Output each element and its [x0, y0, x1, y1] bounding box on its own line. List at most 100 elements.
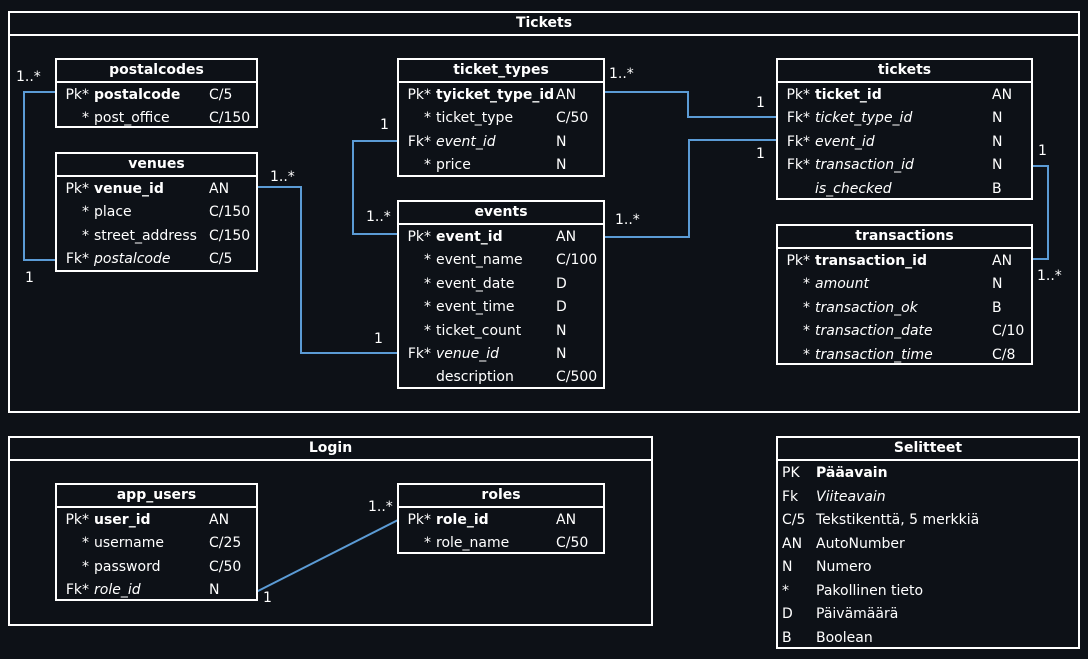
- legend-item: PK Pääavain: [778, 462, 1078, 486]
- link-appusers-roles: [255, 519, 399, 593]
- mult-tickettypes-event-one: 1: [380, 117, 389, 133]
- legend-abbr: PK: [782, 465, 800, 481]
- attribute-name: place: [94, 204, 132, 221]
- attribute-key: Pk*: [786, 87, 810, 103]
- attribute-name: ticket_id: [815, 87, 882, 103]
- attribute-name: role_name: [436, 535, 510, 552]
- legend-text: Pakollinen tieto: [816, 582, 924, 599]
- mult-tickets-event-one: 1: [756, 146, 765, 162]
- attribute-type: C/50: [556, 535, 589, 552]
- attribute-name: event_time: [436, 299, 515, 316]
- attribute-type: C/500: [556, 369, 598, 386]
- attribute-name: event_id: [436, 229, 503, 245]
- attribute-name: street_address: [94, 227, 197, 244]
- attribute-key: Fk*: [407, 345, 431, 362]
- attribute-name: ticket_type_id: [815, 110, 913, 127]
- attribute-key: *: [803, 299, 810, 316]
- mult-events-tt-many: 1..*: [366, 209, 391, 225]
- legend-text: Boolean: [816, 629, 873, 646]
- attribute-type: C/100: [556, 252, 598, 269]
- attribute-type: C/50: [209, 558, 242, 575]
- attribute-type: N: [556, 157, 567, 174]
- attribute-key: Pk*: [407, 512, 431, 528]
- attribute-key: Fk*: [407, 133, 431, 150]
- legend-abbr: D: [782, 606, 793, 622]
- attribute-type: AN: [209, 181, 230, 197]
- mult-tickets-tt-one: 1: [756, 95, 765, 111]
- attribute-key: Fk*: [786, 133, 810, 150]
- attribute-name: user_id: [94, 512, 151, 528]
- legend-title: Selitteet: [778, 438, 1078, 461]
- entity-title: app_users: [57, 485, 256, 508]
- mult-roles-many: 1..*: [368, 499, 393, 515]
- entity-title: postalcodes: [57, 60, 256, 83]
- attribute-name: description: [436, 369, 514, 386]
- attribute-row: Pk* ticket_id AN: [778, 84, 1031, 107]
- mult-venues-many: 1..*: [270, 169, 295, 185]
- link-tickettypes-tickets: [604, 91, 777, 118]
- legend-text: Viiteavain: [816, 488, 886, 505]
- attribute-key: *: [424, 252, 431, 269]
- attribute-type: N: [992, 133, 1003, 150]
- attribute-type: N: [992, 276, 1003, 293]
- mult-events-venue-one: 1: [374, 331, 383, 347]
- tickets-group-title: Tickets: [10, 13, 1078, 36]
- attribute-name: ticket_count: [436, 322, 522, 339]
- legend-text: Pääavain: [816, 465, 888, 481]
- attribute-type: AN: [209, 512, 230, 528]
- attribute-key: Pk*: [65, 181, 89, 197]
- attribute-name: price: [436, 157, 471, 174]
- attribute-key: Pk*: [65, 512, 89, 528]
- entity-title: roles: [399, 485, 603, 508]
- attribute-name: post_office: [94, 110, 170, 127]
- legend-text: Tekstikenttä, 5 merkkiä: [816, 512, 980, 528]
- attribute-type: N: [556, 345, 567, 362]
- attribute-type: N: [209, 582, 220, 599]
- attribute-type: AN: [992, 87, 1013, 103]
- attribute-type: C/5: [209, 251, 233, 268]
- attribute-key: *: [82, 535, 89, 552]
- legend-text: Numero: [816, 559, 872, 575]
- attribute-row: Pk* user_id AN: [57, 509, 256, 532]
- attribute-type: AN: [556, 229, 577, 245]
- attribute-type: C/150: [209, 204, 251, 221]
- attribute-type: D: [556, 275, 567, 292]
- attribute-type: AN: [556, 87, 577, 103]
- attribute-key: Pk*: [407, 229, 431, 245]
- attribute-type: C/150: [209, 227, 251, 244]
- attribute-name: username: [94, 535, 164, 552]
- attribute-type: N: [556, 133, 567, 150]
- legend-abbr: B: [782, 629, 792, 646]
- attribute-key: *: [82, 204, 89, 221]
- attribute-name: transaction_id: [815, 157, 914, 174]
- attribute-key: Pk*: [407, 87, 431, 103]
- attribute-name: amount: [815, 276, 870, 293]
- attribute-type: N: [556, 322, 567, 339]
- attribute-name: transaction_time: [815, 346, 933, 363]
- attribute-type: N: [992, 110, 1003, 127]
- attribute-key: *: [82, 558, 89, 575]
- attribute-key: *: [82, 227, 89, 244]
